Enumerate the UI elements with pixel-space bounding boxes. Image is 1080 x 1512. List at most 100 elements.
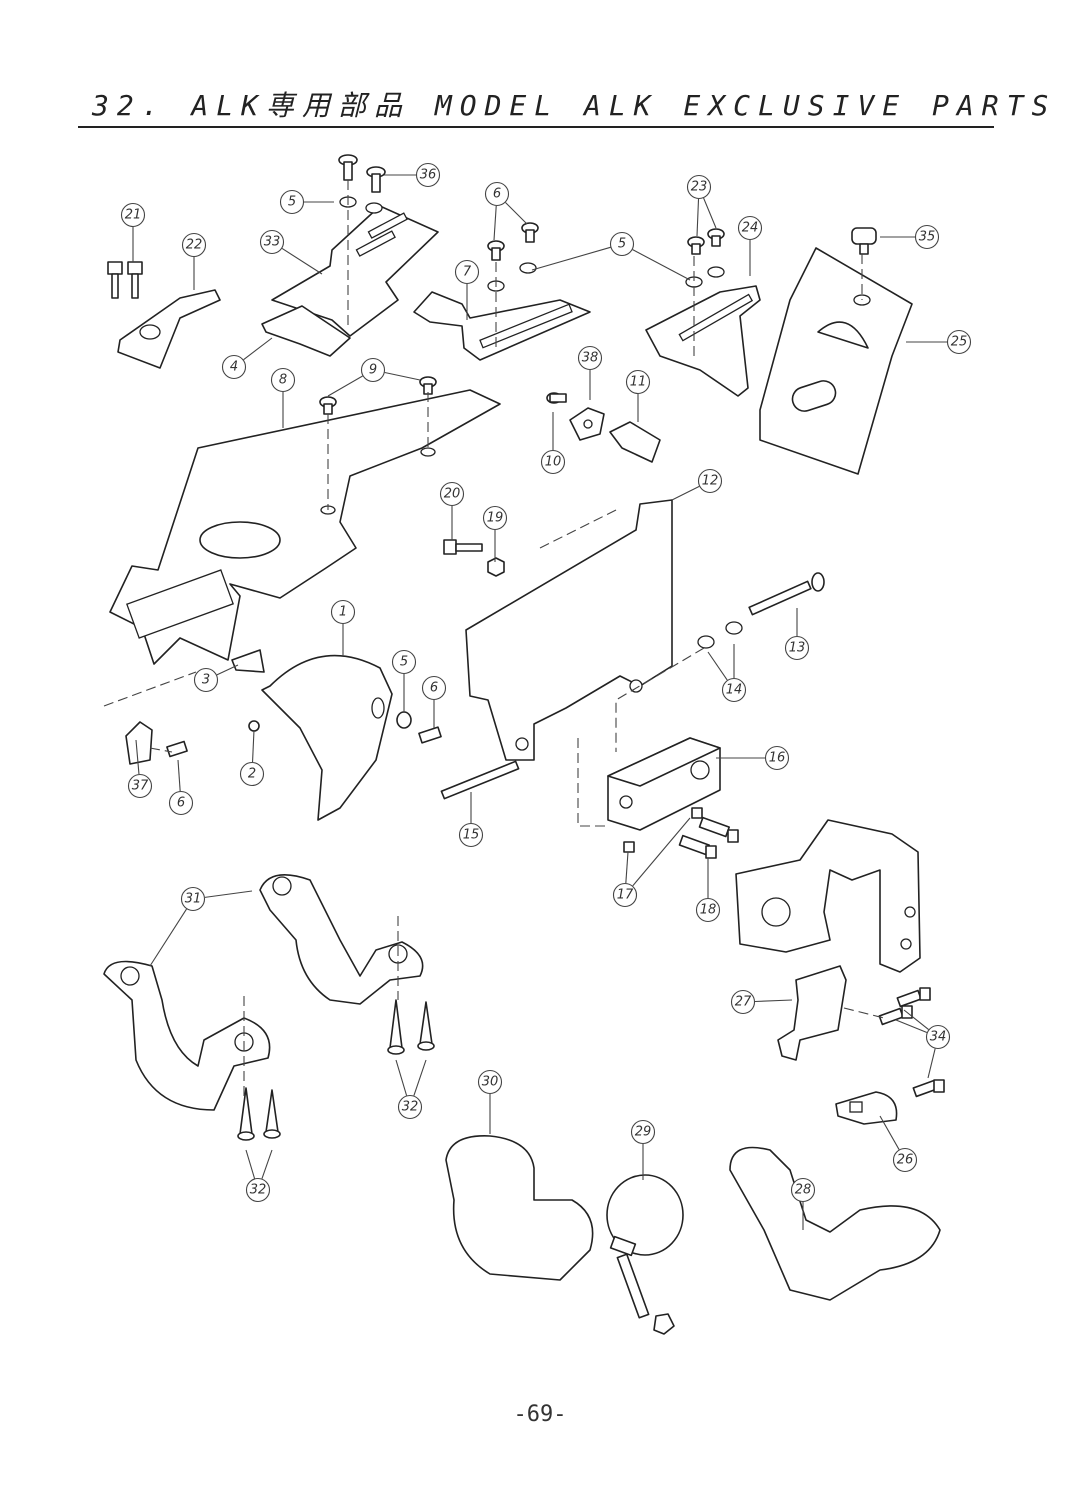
callout-number: 1 (339, 605, 347, 620)
callout-17: 17 (612, 882, 638, 908)
callout-number: 32 (402, 1100, 419, 1115)
leader-line-23 (703, 197, 717, 229)
callout-number: 25 (951, 335, 968, 350)
leader-line-37 (135, 739, 140, 775)
leader-line-9 (327, 375, 363, 397)
callout-number: 10 (545, 455, 562, 470)
leader-line-3 (216, 664, 239, 676)
part-7-plate (413, 291, 591, 361)
callout-number: 19 (487, 511, 504, 526)
part-1-cover (261, 654, 393, 821)
callout-6: 6 (421, 675, 447, 701)
callout-19: 19 (482, 505, 508, 531)
callout-number: 36 (420, 168, 437, 183)
callout-15: 15 (458, 822, 484, 848)
callout-35: 35 (914, 224, 940, 250)
part-32-nails (237, 999, 435, 1141)
callout-number: 21 (125, 208, 142, 223)
leader-line-34 (895, 1019, 928, 1034)
leader-line-17 (625, 851, 629, 884)
part-28-tube (729, 1146, 941, 1301)
callout-32: 32 (397, 1094, 423, 1120)
callout-number: 24 (742, 221, 759, 236)
part-13-pin (697, 572, 825, 649)
callout-23: 23 (686, 174, 712, 200)
callout-number: 5 (288, 195, 296, 210)
callout-7: 7 (454, 259, 480, 285)
callout-14: 14 (721, 677, 747, 703)
callout-number: 18 (700, 903, 717, 918)
title-rule (78, 126, 994, 128)
callout-21: 21 (120, 202, 146, 228)
callout-number: 28 (795, 1183, 812, 1198)
callout-number: 33 (264, 235, 281, 250)
leader-line-6 (493, 205, 497, 241)
callout-number: 17 (617, 888, 634, 903)
leader-line-32 (245, 1149, 256, 1179)
part-20-19-screw-nut (443, 539, 505, 577)
callout-number: 22 (186, 238, 203, 253)
leader-line-34 (927, 1048, 936, 1079)
callout-26: 26 (892, 1147, 918, 1173)
callout-10: 10 (540, 449, 566, 475)
callout-11: 11 (625, 369, 651, 395)
callout-number: 26 (897, 1153, 914, 1168)
callout-number: 6 (493, 187, 501, 202)
callout-number: 30 (482, 1075, 499, 1090)
callout-number: 12 (702, 474, 719, 489)
callout-number: 11 (630, 375, 647, 390)
part-6-screws-top (487, 222, 539, 292)
leader-line-34 (903, 1009, 929, 1030)
leader-line-26 (879, 1115, 900, 1150)
callout-37: 37 (127, 773, 153, 799)
callout-28: 28 (790, 1177, 816, 1203)
part-25-cover (759, 247, 913, 475)
leader-line-6 (177, 759, 181, 792)
callout-number: 7 (463, 265, 472, 280)
callout-number: 6 (177, 796, 185, 811)
callout-number: 5 (400, 655, 408, 670)
callout-number: 37 (132, 779, 149, 794)
leader-line-17 (632, 817, 691, 887)
callout-number: 35 (919, 230, 936, 245)
callout-5: 5 (279, 189, 305, 215)
part-10-38-11 (546, 392, 661, 463)
part-15-pin (440, 760, 520, 800)
callout-38: 38 (577, 345, 603, 371)
callout-number: 3 (202, 673, 210, 688)
part-16-block (607, 737, 721, 831)
leader-line-31 (149, 908, 187, 967)
callout-number: 16 (769, 751, 786, 766)
callout-6: 6 (168, 790, 194, 816)
callout-2: 2 (239, 761, 265, 787)
part-36-screws (338, 154, 386, 214)
frame-casting (735, 819, 921, 973)
callout-30: 30 (477, 1069, 503, 1095)
callout-33: 33 (259, 229, 285, 255)
leader-line-5 (531, 246, 611, 271)
part-26-clamp (835, 1091, 898, 1125)
callout-number: 34 (930, 1030, 947, 1045)
callout-number: 27 (735, 995, 752, 1010)
part-31-bracket-right (259, 874, 424, 1005)
part-17-18-screws (623, 807, 739, 859)
callout-number: 20 (444, 487, 461, 502)
leader-line-23 (696, 198, 700, 237)
leader-line-31 (204, 890, 253, 898)
callout-number: 13 (789, 641, 806, 656)
callout-34: 34 (925, 1024, 951, 1050)
callout-5: 5 (609, 231, 635, 257)
leader-line-32 (413, 1059, 427, 1096)
part-24-plate (645, 285, 761, 397)
callout-number: 5 (618, 237, 626, 252)
callout-29: 29 (630, 1119, 656, 1145)
leader-line-14 (707, 651, 728, 681)
part-30-hose (445, 1135, 594, 1281)
part-21-screws (107, 261, 143, 299)
leader-line-2 (251, 729, 255, 763)
callout-36: 36 (415, 162, 441, 188)
leader-line-5 (632, 249, 691, 281)
callout-27: 27 (730, 989, 756, 1015)
callout-number: 6 (430, 681, 438, 696)
callout-3: 3 (193, 667, 219, 693)
